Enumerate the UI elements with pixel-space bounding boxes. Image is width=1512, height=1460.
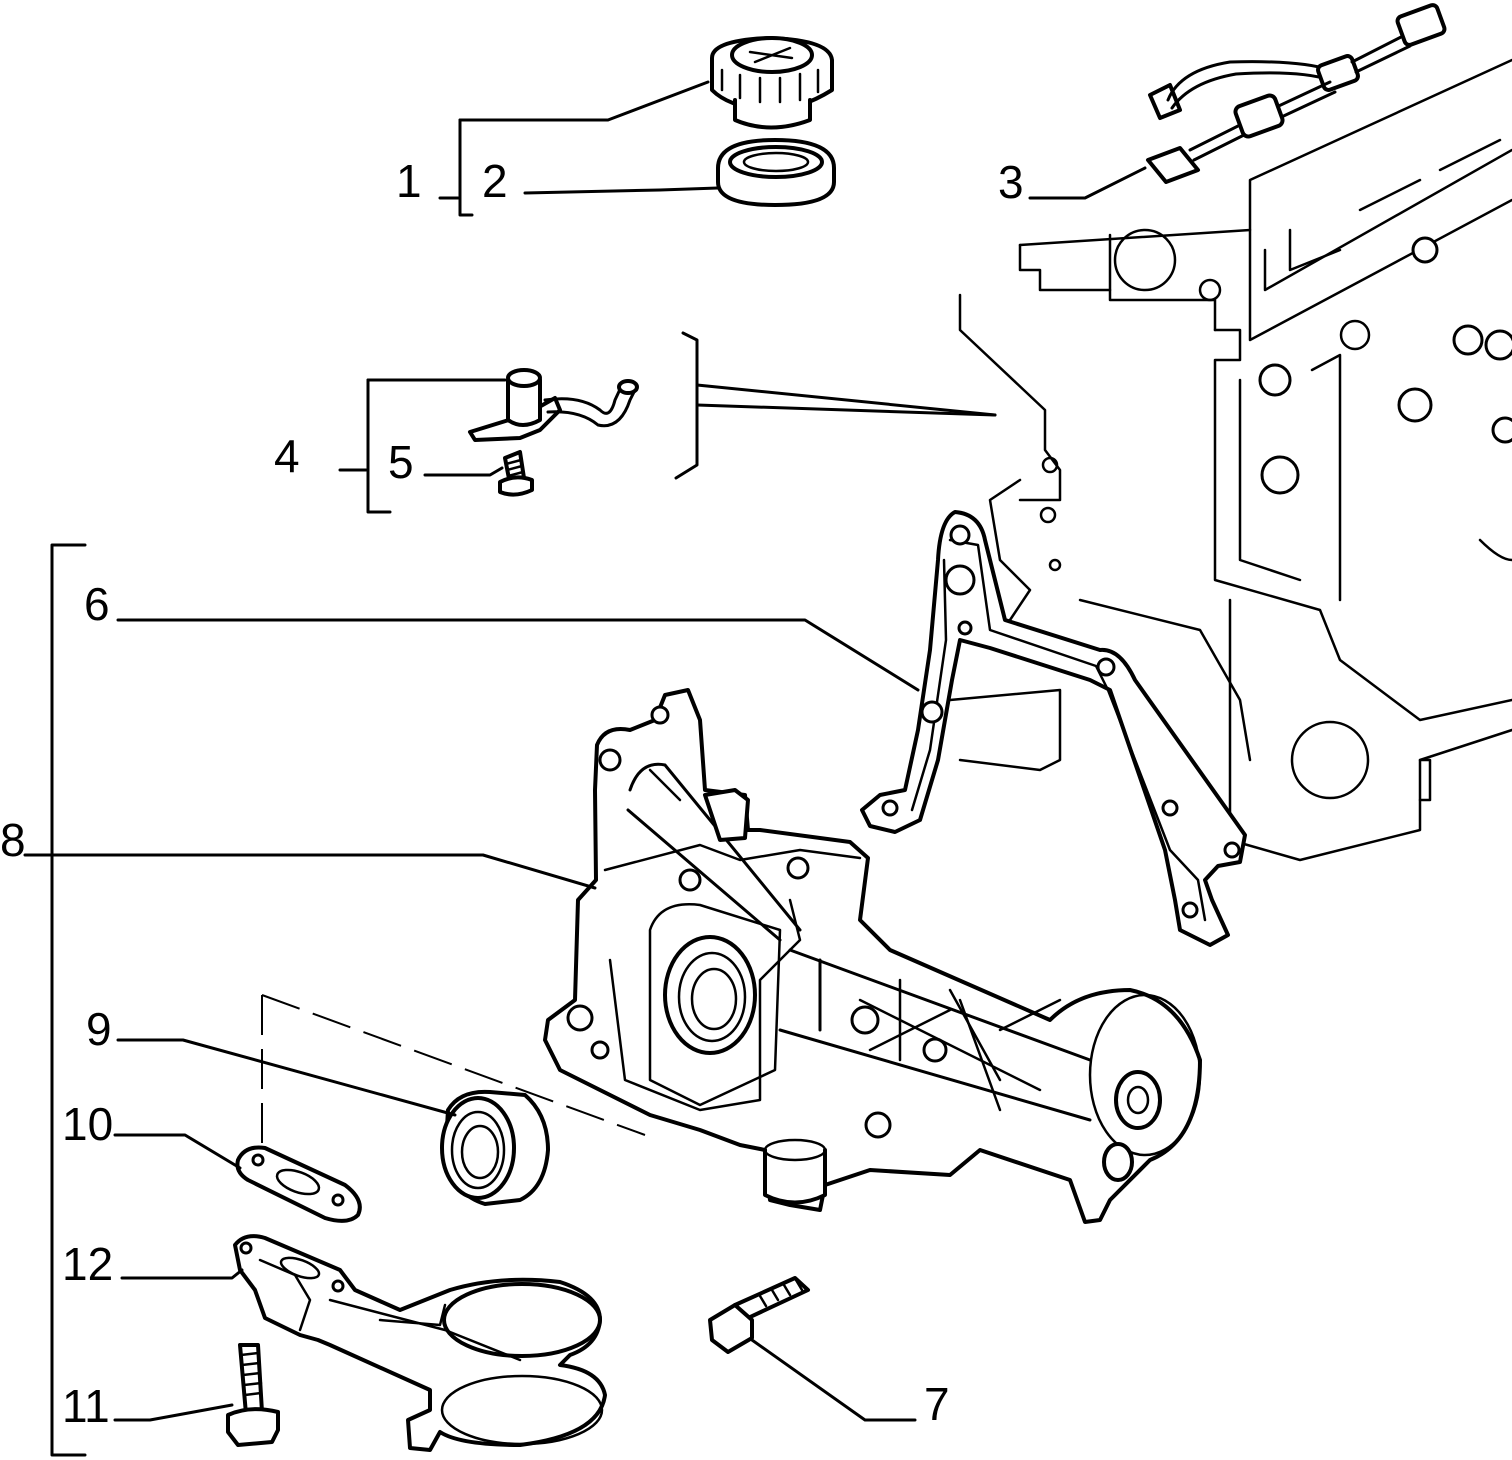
callout-11: 11 — [62, 1380, 110, 1432]
bolt-icon — [226, 1343, 280, 1447]
leader-lines — [23, 80, 1147, 1457]
oil-filler-cap-icon — [710, 36, 834, 130]
callout-4: 4 — [274, 430, 300, 482]
callout-10: 10 — [62, 1098, 113, 1150]
pump-gasket-icon — [860, 510, 1247, 947]
callout-12: 12 — [62, 1238, 113, 1290]
callout-2: 2 — [482, 155, 508, 207]
alignment-dashes — [261, 994, 646, 1160]
callout-3: 3 — [998, 156, 1024, 208]
bolt-icon — [708, 1276, 810, 1354]
screw-icon — [498, 450, 534, 497]
wiring-harness-icon — [1146, 3, 1447, 184]
oil-pickup-strainer-icon — [233, 1234, 607, 1452]
callout-labels: 1 2 3 4 5 6 7 8 9 10 11 12 — [0, 155, 1024, 1432]
cap-seal-ring-icon — [716, 138, 836, 207]
sensor-bracket-icon — [468, 368, 639, 442]
callout-9: 9 — [86, 1003, 112, 1055]
callout-1: 1 — [396, 155, 422, 207]
callout-7: 7 — [924, 1378, 950, 1430]
flange-gasket-icon — [235, 1145, 362, 1223]
callout-8: 8 — [0, 814, 26, 866]
engine-block-icon — [948, 58, 1512, 862]
shaft-seal-icon — [440, 1089, 550, 1206]
oil-pump-assembly-icon — [543, 688, 1202, 1224]
callout-5: 5 — [388, 436, 414, 488]
mounting-guide-lines — [674, 331, 997, 480]
callout-6: 6 — [84, 578, 110, 630]
